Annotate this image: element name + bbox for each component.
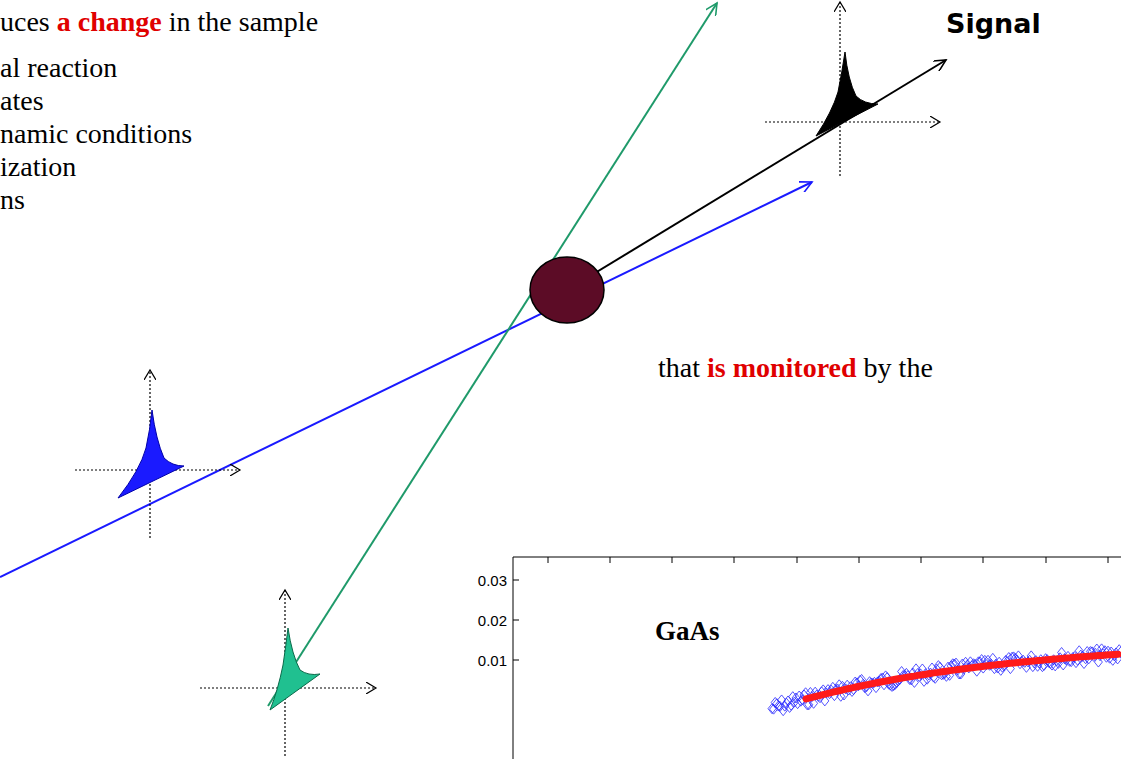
text-line: namic conditions (0, 118, 192, 150)
list-item: namic conditions (0, 118, 192, 150)
sample (530, 257, 604, 323)
list-item: ns (0, 184, 25, 216)
kinetics-chart (513, 557, 1121, 759)
emphasis-text: is monitored (707, 352, 857, 384)
list-item: al reaction (0, 52, 117, 84)
body-text: that (658, 352, 700, 384)
heading-text: uces (0, 6, 50, 38)
text-line: 0.03 (478, 572, 507, 589)
text-line: ns (0, 184, 25, 216)
signal-beam (567, 60, 946, 290)
sample-label: GaAs (655, 616, 720, 647)
probe-beam (268, 3, 717, 706)
text-line: 0.01 (478, 652, 507, 669)
text-line: ates (0, 85, 44, 117)
axis-tick-label: 0.02 (478, 612, 507, 629)
text-line: 0.02 (478, 612, 507, 629)
axis-tick-label: 0.03 (478, 572, 507, 589)
text-line: Signal (946, 8, 1041, 39)
signal-pulse (765, 2, 940, 176)
text-line: GaAs (655, 616, 720, 647)
emphasis-text: a change (57, 6, 162, 38)
pump-beam (0, 182, 812, 577)
text-line: thatis monitoredby the (658, 352, 933, 384)
heading-text: in the sample (169, 6, 318, 38)
text-line: ucesa changein the sample (0, 6, 318, 38)
axis-tick-label: 0.01 (478, 652, 507, 669)
probe-pulse (200, 590, 376, 756)
body-text: by the (864, 352, 933, 384)
list-item: ization (0, 151, 76, 183)
beam-label: Signal (946, 8, 1041, 39)
pump-pulse (75, 370, 240, 538)
text-line: ization (0, 151, 76, 183)
list-item: ates (0, 85, 44, 117)
text-line: al reaction (0, 52, 117, 84)
